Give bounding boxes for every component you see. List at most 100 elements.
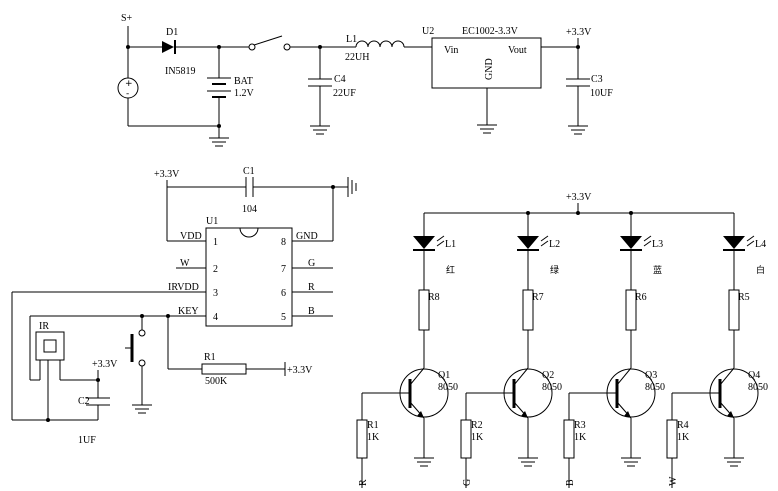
vout-label: +3.3V	[566, 27, 592, 38]
pin-7: 7	[281, 264, 286, 275]
d1-ref: D1	[166, 27, 178, 38]
led-color: 红	[446, 264, 455, 276]
bat-value: 1.2V	[234, 88, 255, 99]
c3-value: 10UF	[590, 88, 613, 99]
base-resistor-ref: R1	[367, 420, 379, 431]
c1-ref: C1	[243, 166, 255, 177]
r1-ref: R1	[204, 352, 216, 363]
led-icon	[517, 236, 539, 249]
pin-6: 6	[281, 288, 286, 299]
pin-vdd: VDD	[180, 231, 202, 242]
pin-8: 8	[281, 237, 286, 248]
c4-value: 22UF	[333, 88, 356, 99]
signal-label: R	[358, 479, 369, 486]
collector-resistor-ref: R5	[738, 292, 750, 303]
c2-value: 1UF	[78, 435, 96, 446]
pin-key: KEY	[178, 306, 199, 317]
led-icon	[723, 236, 745, 249]
transistor-part: 8050	[748, 382, 768, 393]
led-color: 蓝	[653, 264, 662, 276]
ir-ref: IR	[39, 321, 49, 332]
base-resistor-ref: R2	[471, 420, 483, 431]
u2-part: EC1002-3.3V	[462, 26, 519, 37]
pin-w: W	[180, 258, 190, 269]
u2-vin: Vin	[444, 45, 458, 56]
r1-value: 500K	[205, 376, 228, 387]
base-resistor	[460, 419, 472, 459]
signal-label: G	[462, 479, 473, 486]
led-ref: L3	[652, 239, 663, 250]
capacitor-c3: C3 10UF	[566, 47, 613, 135]
led-color: 白	[756, 264, 765, 276]
u2-gnd: GND	[484, 58, 495, 80]
c3-ref: C3	[591, 74, 603, 85]
l1-ref: L1	[346, 34, 357, 45]
base-resistor-value: 1K	[677, 432, 690, 443]
base-resistor-value: 1K	[367, 432, 380, 443]
led-color: 绿	[550, 264, 559, 276]
led-vcc-label: +3.3V	[566, 192, 592, 203]
ir-vcc-label: +3.3V	[92, 359, 118, 370]
inductor-l1: L1 22UH	[345, 34, 432, 63]
c4-ref: C4	[334, 74, 346, 85]
collector-resistor-ref: R7	[532, 292, 544, 303]
svg-text:-: -	[126, 89, 129, 99]
base-resistor-ref: R3	[574, 420, 586, 431]
led-icon	[620, 236, 642, 249]
ground-symbol	[347, 177, 357, 197]
regulator-u2: U2 EC1002-3.3V Vin Vout GND	[422, 26, 542, 134]
u1-ref: U1	[206, 216, 218, 227]
base-resistor	[356, 419, 368, 459]
pin-b: B	[308, 306, 315, 317]
r1-vcc-label: +3.3V	[287, 365, 313, 376]
capacitor-c2: C2 1UF	[78, 396, 110, 446]
mcu-vcc-label: +3.3V	[154, 169, 180, 180]
pin-irvdd: IRVDD	[168, 282, 199, 293]
signal-label: B	[565, 479, 576, 486]
led-section: +3.3V L1红R8Q18050R11KRL2绿R7Q28050R21KGL3…	[356, 192, 768, 488]
d1-value: IN5819	[165, 66, 196, 77]
input-source: + -	[117, 77, 139, 126]
power-switch	[248, 35, 291, 51]
led-ref: L2	[549, 239, 560, 250]
base-resistor-ref: R4	[677, 420, 689, 431]
key-button	[125, 316, 152, 414]
collector-resistor-ref: R6	[635, 292, 647, 303]
transistor-part: 8050	[438, 382, 458, 393]
s-plus-label: S+	[121, 13, 133, 24]
mcu-u1: U1	[205, 216, 293, 327]
base-resistor	[563, 419, 575, 459]
capacitor-c1: C1 104	[242, 166, 348, 215]
transistor-ref: Q1	[438, 370, 450, 381]
transistor-ref: Q3	[645, 370, 657, 381]
pin-4: 4	[213, 312, 218, 323]
battery-bat: BAT 1.2V	[207, 47, 255, 138]
pin-1: 1	[213, 237, 218, 248]
pin-3: 3	[213, 288, 218, 299]
pin-5: 5	[281, 312, 286, 323]
transistor-ref: Q2	[542, 370, 554, 381]
bat-ref: BAT	[234, 76, 253, 87]
resistor-r1: R1 500K +3.3V	[166, 314, 313, 387]
u2-ref: U2	[422, 26, 434, 37]
capacitor-c4: C4 22UF	[308, 47, 356, 135]
base-resistor	[666, 419, 678, 459]
base-resistor-value: 1K	[574, 432, 587, 443]
transistor-part: 8050	[542, 382, 562, 393]
collector-resistor-ref: R8	[428, 292, 440, 303]
mcu-section: +3.3V C1 104 U1 VDD 1 W 2	[11, 166, 357, 446]
ground-symbol	[209, 137, 229, 147]
svg-text:+: +	[125, 79, 133, 89]
led-ref: L1	[445, 239, 456, 250]
transistor-ref: Q4	[748, 370, 760, 381]
pin-2: 2	[213, 264, 218, 275]
base-resistor-value: 1K	[471, 432, 484, 443]
pin-r: R	[308, 282, 315, 293]
led-icon	[413, 236, 435, 249]
ir-receiver: IR	[29, 316, 98, 420]
signal-label: W	[668, 476, 679, 486]
